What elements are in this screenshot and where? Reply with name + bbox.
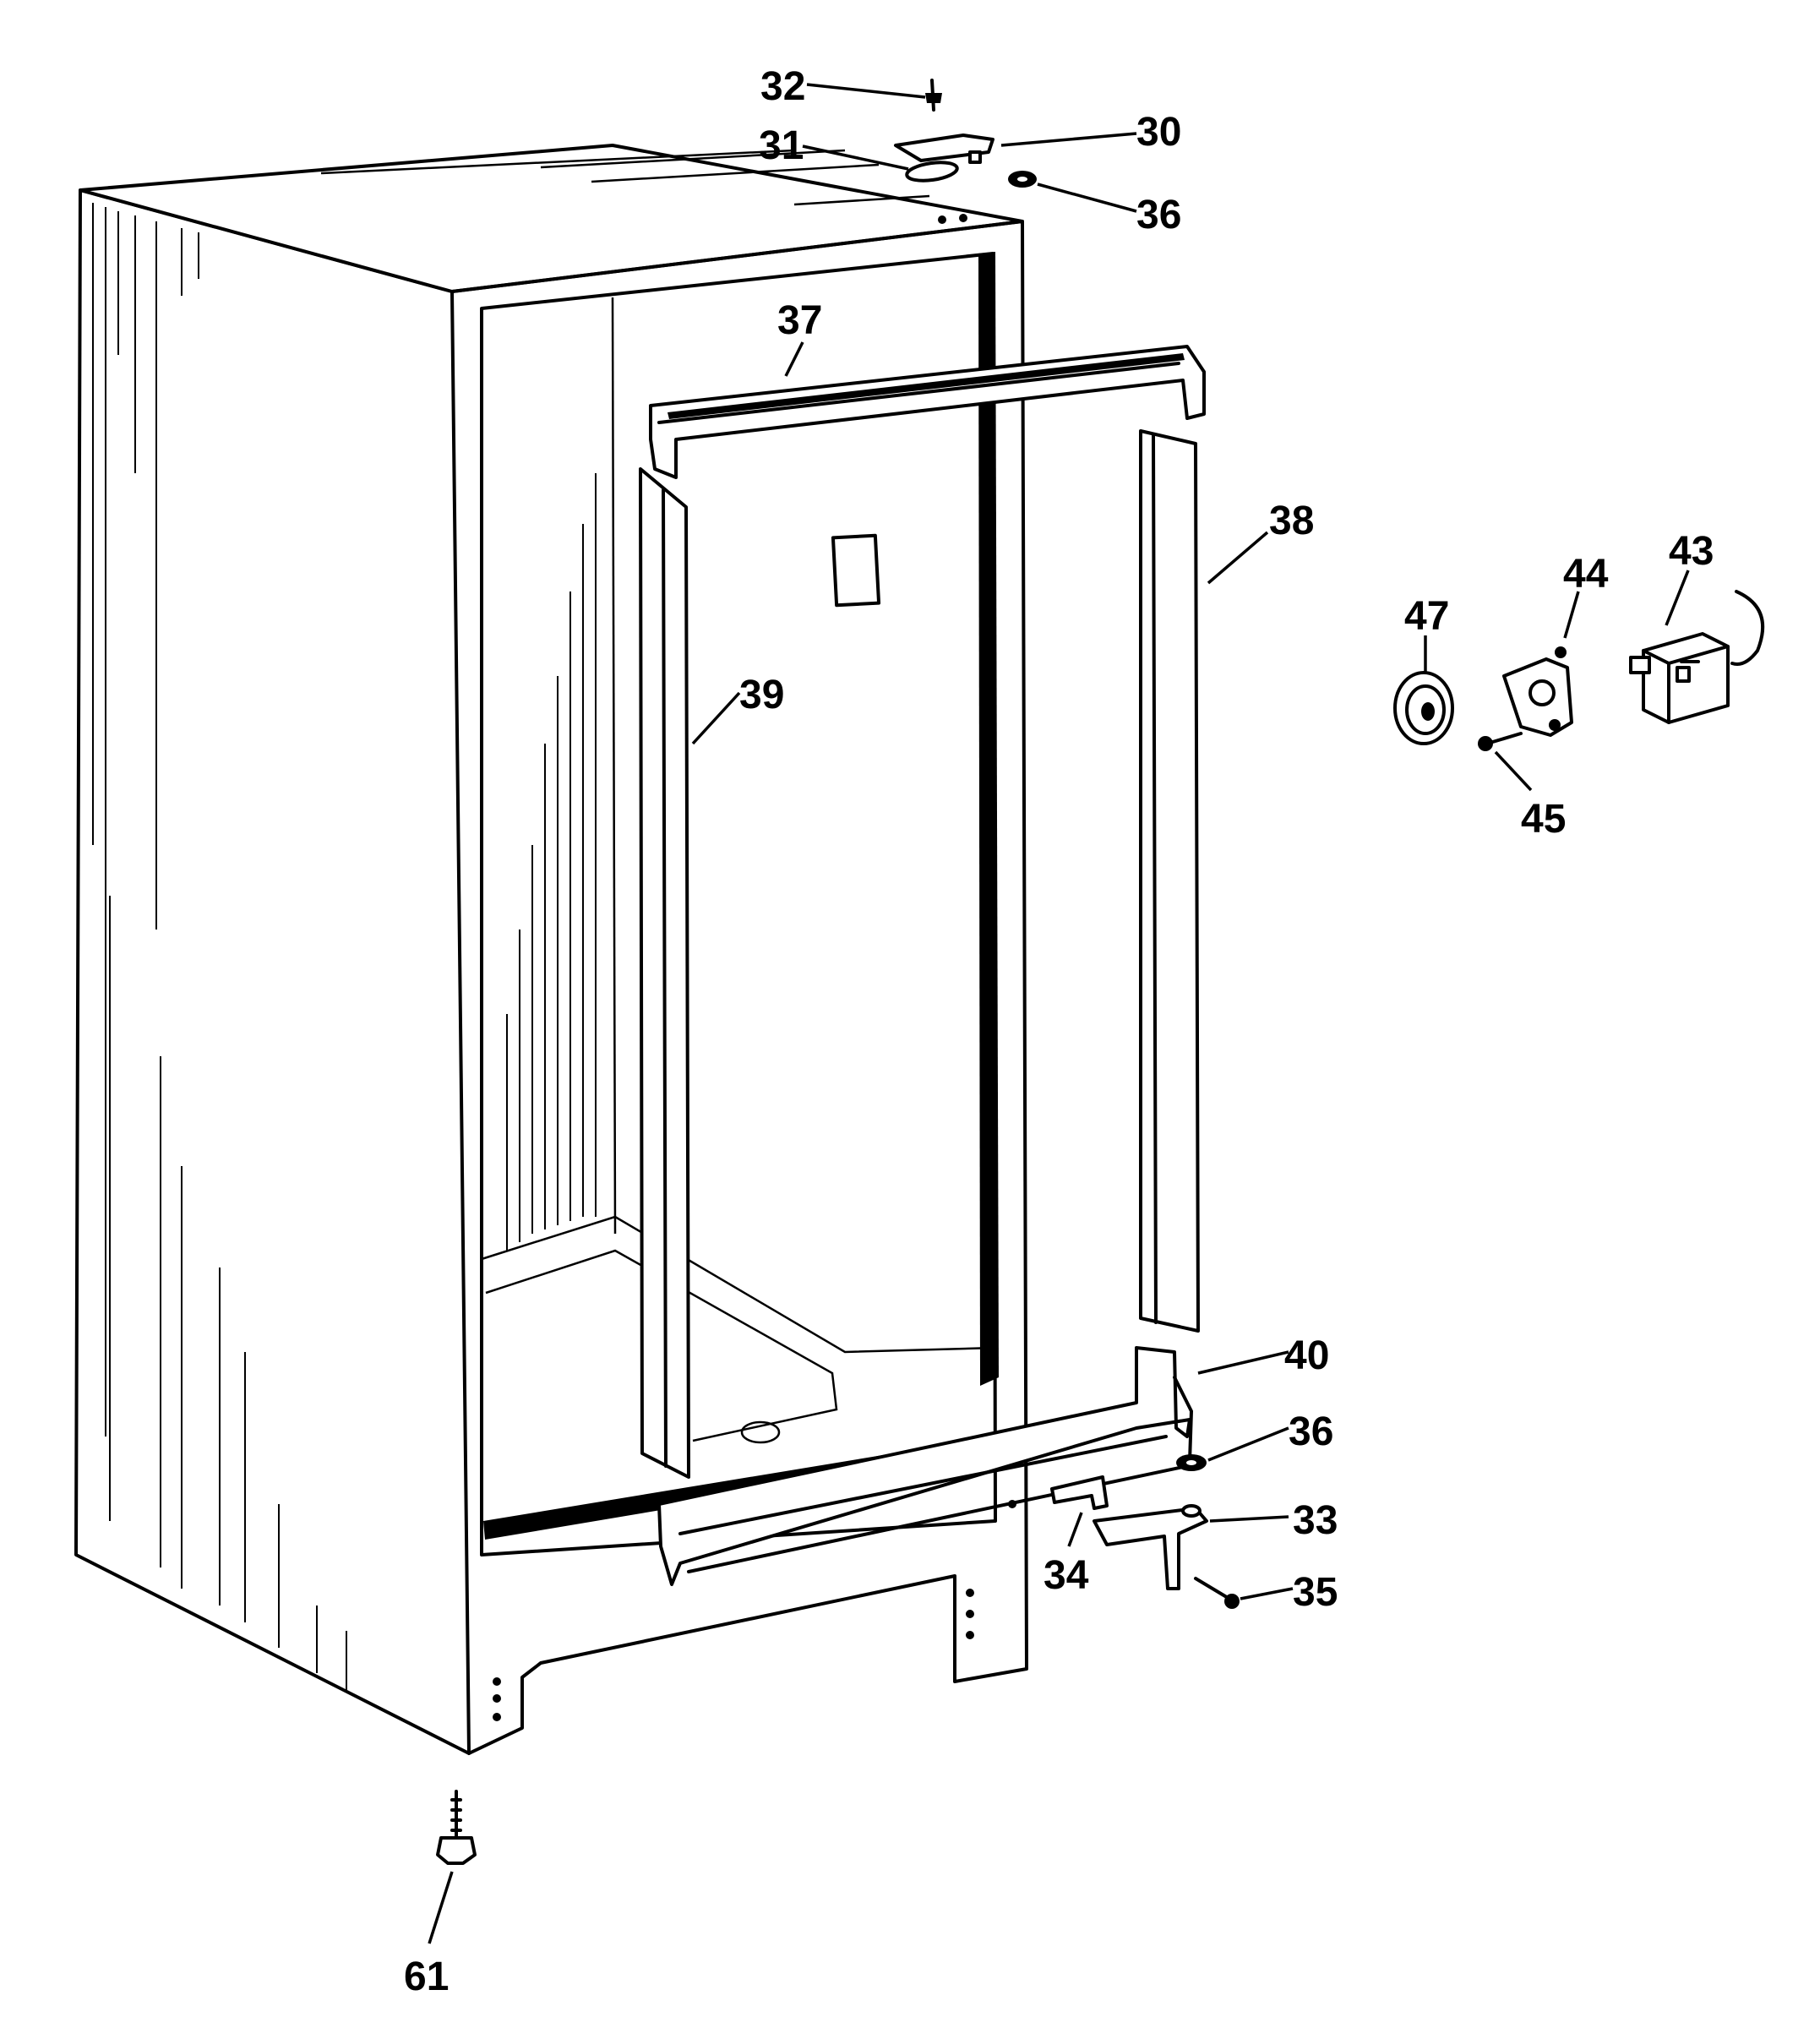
- callout-leaders: [428, 83, 1690, 1944]
- callout-38: 38: [1269, 499, 1314, 543]
- callout-40: 40: [1284, 1333, 1329, 1378]
- part-35-screw: [1194, 1577, 1240, 1609]
- side-panel-shading: [92, 203, 347, 1690]
- breaker-strip-bottom: [657, 1346, 1193, 1586]
- callout-34: 34: [1044, 1553, 1089, 1598]
- callout-37: 37: [777, 298, 822, 343]
- part-43-thermostat: [1629, 590, 1765, 724]
- cabinet: [74, 144, 1028, 1755]
- callout-30: 30: [1136, 110, 1181, 155]
- part-30-top-hinge: [894, 134, 994, 164]
- callout-36-top: 36: [1136, 193, 1181, 237]
- callout-61: 61: [404, 1954, 449, 1999]
- part-61-leveling-leg: [436, 1790, 477, 1865]
- callout-45: 45: [1521, 797, 1566, 842]
- inner-wall-shading: [506, 473, 597, 1251]
- part-33-bottom-hinge: [1093, 1504, 1208, 1590]
- part-44-bracket: [1502, 646, 1573, 737]
- part-34-shim: [1050, 1475, 1109, 1510]
- part-32-screw: [925, 79, 942, 112]
- part-47-knob: [1393, 671, 1454, 745]
- callout-36-bottom: 36: [1289, 1409, 1333, 1454]
- callout-39: 39: [739, 673, 784, 717]
- callout-31: 31: [759, 123, 804, 168]
- callout-33: 33: [1293, 1498, 1338, 1543]
- breaker-strip-left: [639, 467, 690, 1479]
- callout-43: 43: [1669, 529, 1714, 574]
- callout-labels: 32 31 30 36 37 38 39 47 44 43 45 40 36 3…: [404, 64, 1714, 1999]
- callout-44: 44: [1563, 552, 1609, 597]
- callout-47: 47: [1404, 594, 1449, 639]
- drain-hole: [740, 1420, 781, 1444]
- breaker-strip-top: [649, 345, 1206, 479]
- callout-35: 35: [1293, 1570, 1338, 1615]
- rating-label: [831, 533, 881, 608]
- callout-32: 32: [760, 64, 805, 109]
- breaker-strip-right: [1139, 429, 1200, 1333]
- part-45-screw: [1478, 732, 1523, 751]
- part-31-shim: [905, 161, 959, 183]
